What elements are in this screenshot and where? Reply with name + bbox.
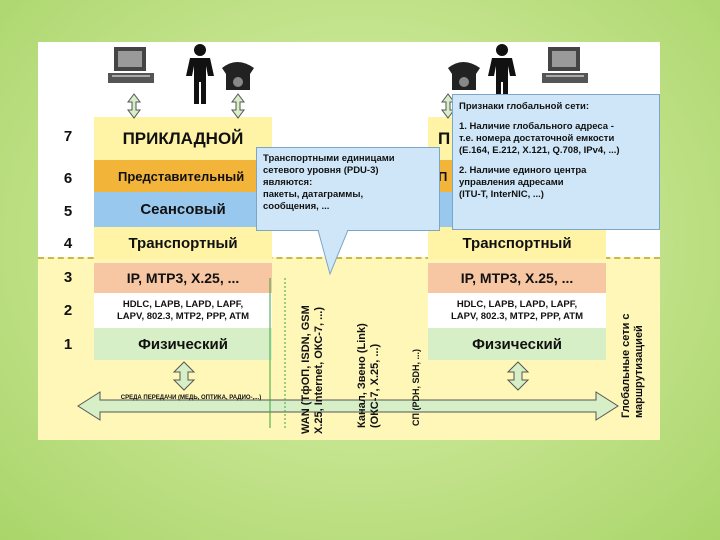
right-telephone-icon <box>448 62 480 90</box>
link-label: Канал, Звено (Link) (ОКС-7, X.25, ...) <box>356 323 382 428</box>
pdu-callout-line-3: являются: <box>263 177 433 189</box>
global-networks-label: Глобальные сети с маршрутизацией <box>620 313 646 418</box>
pdu-callout-line-2: сетевого уровня (PDU-3) <box>263 165 433 177</box>
left-person-icon <box>186 44 214 104</box>
pdu-callout-line-1: Транспортными единицами <box>263 153 433 165</box>
right-physical-arrow-icon <box>508 362 528 390</box>
global-networks-line-1: Глобальные сети с <box>620 313 633 418</box>
wan-label: WAN (ТфОП, ISDN, GSM X.25, Internet, ОКС… <box>300 305 326 434</box>
left-physical-arrow-icon <box>174 362 194 390</box>
sp-label: СП (PDH, SDH, ...) <box>410 349 423 426</box>
pdu-callout-pointer <box>308 230 388 280</box>
left-access-arrow-2-icon <box>232 94 244 118</box>
link-label-line-1: Канал, Звено (Link) <box>356 323 369 428</box>
global-callout-line-1: 1. Наличие глобального адреса - <box>459 121 653 133</box>
global-callout-line-6: (ITU-T, InterNIC, ...) <box>459 189 653 201</box>
right-computer-icon <box>542 47 588 83</box>
global-callout-line-2: т.е. номера достаточной емкости <box>459 133 653 145</box>
left-computer-icon <box>108 47 154 83</box>
pdu-callout-line-5: сообщения, ... <box>263 201 433 213</box>
global-networks-line-2: маршрутизацией <box>633 313 646 418</box>
global-callout-line-3: (E.164, E.212, X.121, Q.708, IPv4, ...) <box>459 145 653 157</box>
link-label-line-2: (ОКС-7, X.25, ...) <box>369 323 382 428</box>
pdu-callout: Транспортными единицами сетевого уровня … <box>256 147 440 231</box>
global-callout-line-5: управления адресами <box>459 177 653 189</box>
wan-label-line-2: X.25, Internet, ОКС-7, ...) <box>313 305 326 434</box>
global-network-callout: Признаки глобальной сети: 1. Наличие гло… <box>452 94 660 230</box>
pdu-callout-line-4: пакеты, датаграммы, <box>263 189 433 201</box>
global-callout-title: Признаки глобальной сети: <box>459 101 653 113</box>
left-access-arrow-1-icon <box>128 94 140 118</box>
slide: 7 6 5 4 3 2 1 ПРИКЛАДНОЙ Представительны… <box>38 42 660 438</box>
left-telephone-icon <box>222 62 254 90</box>
transmission-medium-label: СРЕДА ПЕРЕДАЧИ (МЕДЬ, ОПТИКА, РАДИО-,...… <box>96 395 286 401</box>
wan-label-line-1: WAN (ТфОП, ISDN, GSM <box>300 305 313 434</box>
global-callout-line-4: 2. Наличие единого центра <box>459 165 653 177</box>
